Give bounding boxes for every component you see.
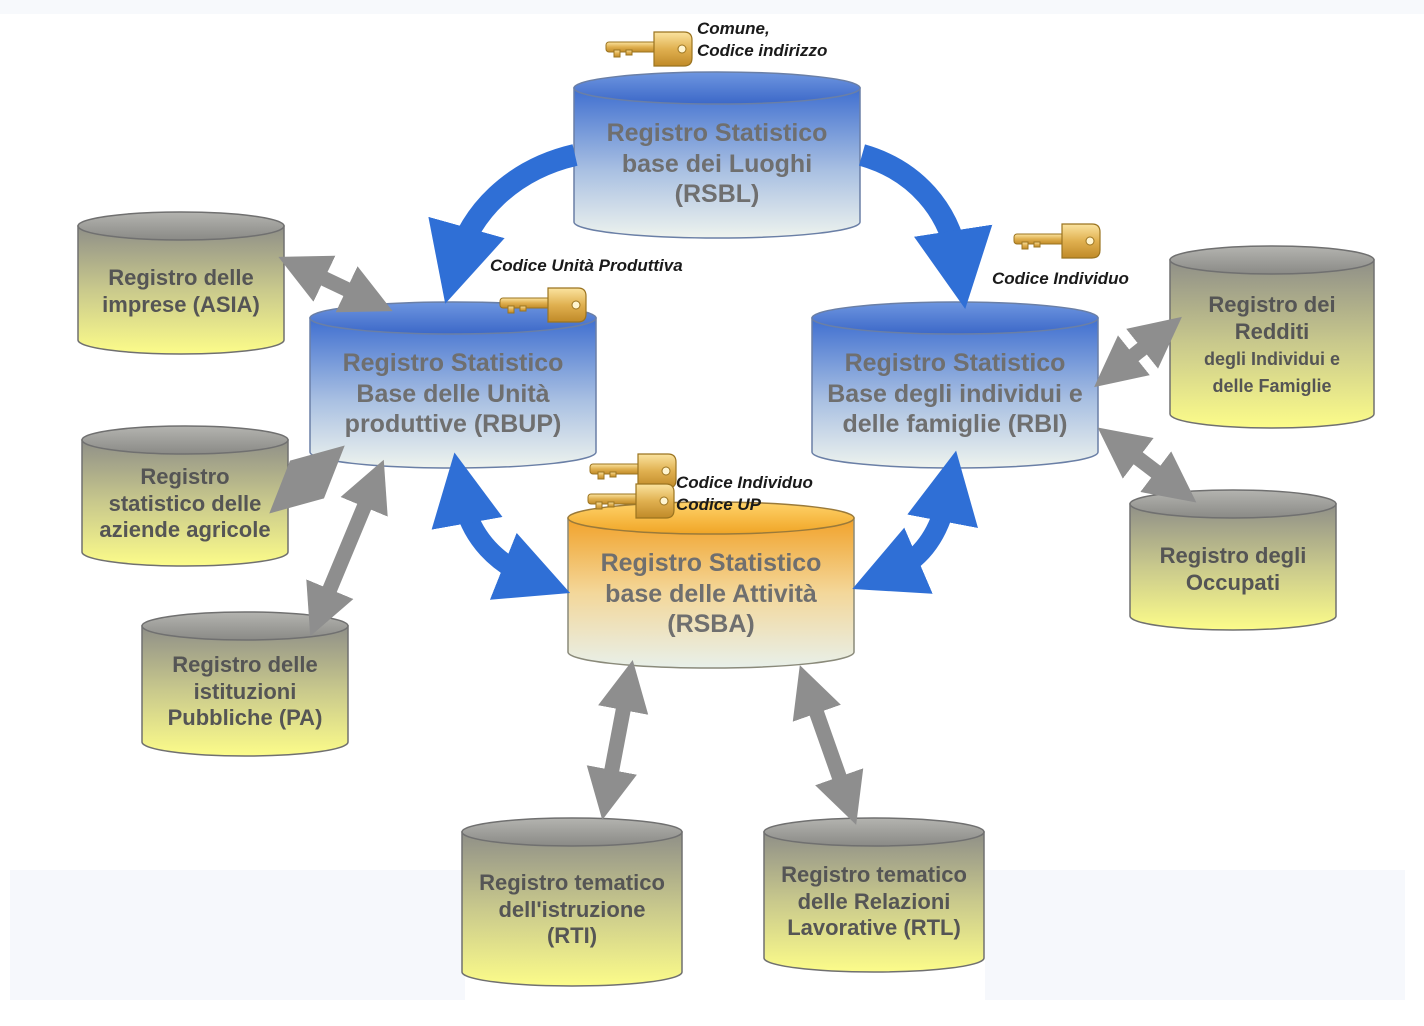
- asia-label: Registro delle imprese (ASIA): [102, 265, 260, 317]
- key-icon: [1013, 223, 1101, 259]
- aziende-label: Registro statistico delle aziende agrico…: [99, 463, 271, 543]
- arrow-pa-rbup: [306, 459, 388, 637]
- arrow-rtl-rsba: [792, 665, 864, 825]
- rti-cylinder: [461, 817, 683, 987]
- occupati-label: Registro degli Occupati: [1159, 543, 1307, 595]
- key-icon: [587, 483, 675, 519]
- rbi-label: Registro Statistico Base degli individui…: [827, 349, 1083, 439]
- arrow-rbi-rsba: [852, 450, 978, 594]
- key-label-rsbl: Comune, Codice indirizzo: [697, 19, 828, 61]
- key-icon: [589, 453, 677, 489]
- aziende-cylinder: [81, 425, 289, 567]
- rtl-label: Registro tematico delle Relazioni Lavora…: [781, 861, 967, 941]
- pa-cylinder: [141, 611, 349, 757]
- rti-label: Registro tematico dell'istruzione (RTI): [479, 869, 665, 949]
- asia-cylinder: [77, 211, 285, 355]
- top-background-band: [0, 0, 1424, 14]
- pa-label: Registro delle istituzioni Pubbliche (PA…: [167, 651, 323, 731]
- arrow-rti-rsba: [586, 659, 649, 821]
- key-label-rsba: Codice Individuo Codice UP: [676, 473, 813, 515]
- rsbl-cylinder: [573, 71, 861, 239]
- rsba-cylinder: [567, 501, 855, 669]
- arrow-rsbl-to-rbup: [428, 144, 578, 304]
- rtl-cylinder: [763, 817, 985, 973]
- bottom-right-background-panel: [985, 870, 1405, 1000]
- arrow-rsbl-to-rbi: [858, 144, 993, 309]
- key-icon: [499, 287, 587, 323]
- redditi-label: Registro dei Redditi degli Individui e d…: [1203, 292, 1340, 396]
- key-icon: [605, 31, 693, 67]
- arrow-aziende-rbup: [269, 445, 345, 514]
- rbup-label: Registro Statistico Base delle Unità pro…: [342, 349, 564, 439]
- bottom-left-background-panel: [10, 870, 465, 1000]
- key-label-rbup: Codice Unità Produttiva: [490, 256, 683, 275]
- arrow-asia-rbup: [278, 255, 393, 313]
- arrow-redditi-rbi: [1094, 316, 1182, 388]
- rsbl-label: Registro Statistico base dei Luoghi (RSB…: [606, 119, 828, 209]
- arrow-rbup-rsba: [431, 452, 571, 600]
- redditi-cylinder: [1169, 245, 1375, 429]
- arrow-occupati-rbi: [1097, 427, 1197, 503]
- rbi-cylinder: [811, 301, 1099, 469]
- key-label-rbi: Codice Individuo: [992, 269, 1129, 288]
- rsba-label: Registro Statistico base delle Attività …: [600, 549, 822, 639]
